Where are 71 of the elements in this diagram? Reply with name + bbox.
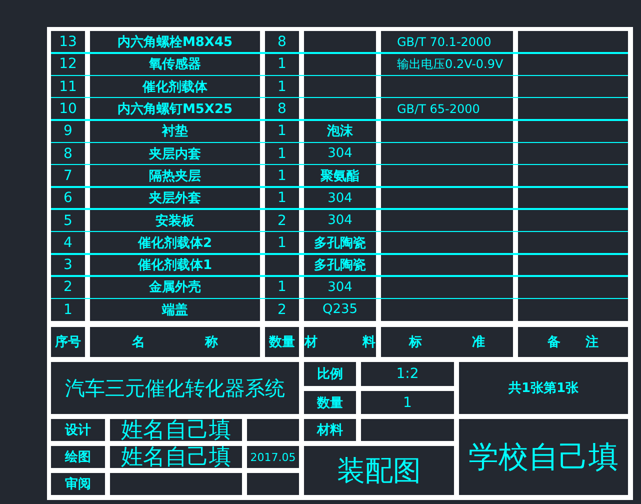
item-number: 9	[62, 122, 74, 142]
item-number: 1	[62, 300, 74, 320]
quantity: 8	[276, 33, 288, 52]
part-name: 金属外壳	[148, 279, 202, 298]
drawing-type: 装配图	[304, 446, 454, 495]
quantity: 1	[276, 166, 288, 186]
quantity: 1	[276, 144, 288, 164]
part-name: 安装板	[154, 212, 196, 231]
material: 304	[326, 190, 354, 208]
quantity: 2	[276, 212, 288, 231]
school-field: 学校自己填	[459, 419, 628, 495]
material: 聚氨酯	[320, 168, 360, 186]
field-caption: 材料	[304, 419, 356, 441]
item-number: 4	[62, 234, 74, 253]
item-number: 6	[62, 189, 74, 208]
material: 多孔陶瓷	[313, 234, 367, 253]
standard-note: GB/T 70.1-2000	[396, 34, 492, 52]
column-header: 材料	[304, 327, 376, 357]
material: 304	[326, 145, 354, 164]
quantity: 1	[276, 78, 288, 97]
item-number: 10	[58, 100, 78, 120]
quantity: 1	[276, 278, 288, 298]
item-number: 8	[62, 144, 74, 164]
material: Q235	[321, 301, 359, 320]
part-name: 催化剂载体1	[136, 256, 214, 276]
part-name: 内六角螺钉M5X25	[116, 100, 234, 120]
item-number: 11	[58, 78, 78, 97]
part-name: 夹层内套	[148, 146, 202, 164]
quantity: 1	[276, 189, 288, 208]
field-caption: 设计	[51, 419, 105, 441]
quantity: 2	[276, 300, 288, 320]
material: 多孔陶瓷	[313, 257, 367, 276]
drawing-title: 汽车三元催化转化器系统	[51, 362, 299, 414]
material: 泡沫	[326, 123, 354, 142]
part-name: 隔热夹层	[148, 168, 202, 186]
quantity: 1	[276, 122, 288, 142]
item-number: 12	[58, 55, 78, 74]
name-field: 姓名自己填	[110, 446, 242, 468]
item-number: 5	[62, 212, 74, 231]
standard-note: GB/T 65-2000	[396, 101, 481, 118]
column-header: 备注	[518, 327, 628, 357]
part-name: 端盖	[160, 302, 189, 320]
part-name: 氧传感器	[148, 56, 202, 74]
part-name: 内六角螺栓M8X45	[116, 34, 234, 52]
quantity: 1	[276, 234, 288, 253]
material: 304	[326, 212, 354, 230]
material: 304	[326, 278, 354, 297]
item-number: 3	[62, 256, 74, 276]
column-header: 名称	[90, 327, 260, 357]
item-number: 13	[58, 33, 78, 52]
column-header: 数量	[265, 327, 299, 357]
field-caption: 审阅	[51, 473, 105, 495]
field-value: 1	[361, 391, 454, 414]
part-name: 催化剂载体2	[136, 234, 214, 253]
column-header: 标准	[381, 327, 513, 357]
quantity: 8	[276, 100, 288, 120]
item-number: 7	[62, 166, 74, 186]
part-name: 催化剂载体	[141, 78, 208, 97]
field-value: 1:2	[361, 362, 454, 386]
field-caption: 数量	[304, 391, 356, 414]
part-name: 夹层外套	[148, 190, 202, 208]
part-name: 衬垫	[160, 123, 189, 142]
date-field: 2017.05	[247, 446, 299, 468]
sheet-count: 共1张第1张	[459, 362, 628, 414]
column-header: 序号	[51, 327, 85, 357]
standard-note: 输出电压0.2V-0.9V	[396, 56, 504, 73]
quantity: 1	[276, 55, 288, 74]
item-number: 2	[62, 278, 74, 298]
field-caption: 绘图	[51, 446, 105, 468]
field-caption: 比例	[304, 362, 356, 386]
name-field: 姓名自己填	[110, 419, 242, 441]
